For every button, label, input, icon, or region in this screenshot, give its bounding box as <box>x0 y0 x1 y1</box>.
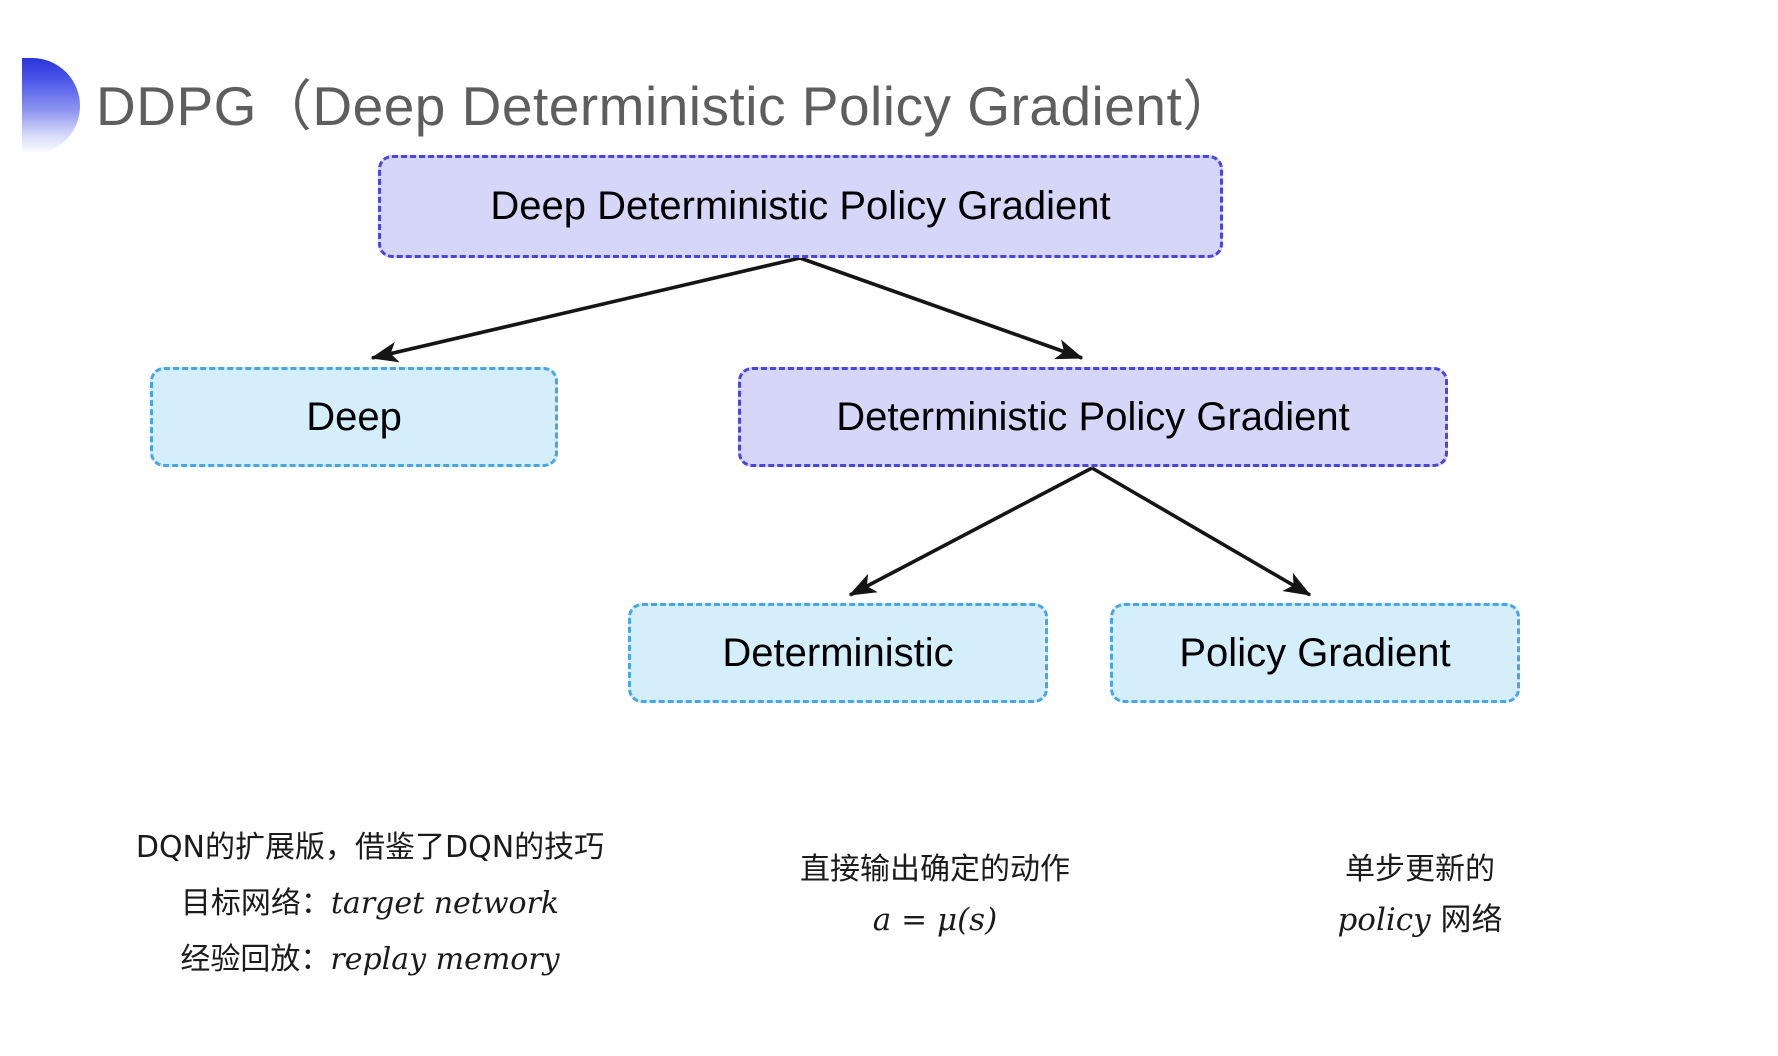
annotation-policy-gradient-suffix: 网络 <box>1430 902 1503 938</box>
edge-root-to-dpg <box>799 256 1084 360</box>
annotation-deep-line-1: DQN的扩展版，借鉴了DQN的技巧 <box>135 830 605 865</box>
node-deterministic-policy-gradient[interactable]: Deterministic Policy Gradient <box>738 367 1448 467</box>
annotation-policy-gradient-term: policy <box>1337 902 1431 938</box>
edge-root-to-deep <box>370 256 801 363</box>
annotation-policy-gradient-line-2: policy 网络 <box>1185 895 1655 945</box>
node-deep[interactable]: Deep <box>150 367 558 467</box>
edge-dpg-to-deterministic <box>848 466 1093 597</box>
annotation-deep-line-3: 经验回放：replay memory <box>60 932 680 988</box>
annotation-deterministic-line-1: 直接输出确定的动作 <box>800 852 1070 887</box>
node-policy-gradient-label: Policy Gradient <box>1179 630 1451 675</box>
node-dpg-label: Deterministic Policy Gradient <box>836 394 1350 439</box>
node-deterministic-label: Deterministic <box>722 630 954 675</box>
node-deep-label: Deep <box>306 394 402 439</box>
edge-dpg-to-policy-gradient <box>1091 466 1312 597</box>
annotation-deep-line-2-term: target network <box>330 886 560 921</box>
page-title: DDPG（Deep Deterministic Policy Gradient） <box>96 75 1238 137</box>
annotation-policy-gradient: 单步更新的 policy 网络 <box>1185 845 1655 945</box>
annotation-deterministic-formula: a = μ(s) <box>872 902 998 938</box>
annotation-deep: DQN的扩展版，借鉴了DQN的技巧 目标网络：target network 经验… <box>60 820 680 988</box>
annotation-deep-line-2-label: 目标网络： <box>180 886 331 921</box>
annotation-policy-gradient-line-1: 单步更新的 <box>1345 852 1495 887</box>
annotation-deep-line-3-term: replay memory <box>330 942 560 977</box>
title-bullet-decoration <box>22 58 80 154</box>
node-deep-deterministic-policy-gradient[interactable]: Deep Deterministic Policy Gradient <box>378 155 1223 258</box>
node-deterministic[interactable]: Deterministic <box>628 603 1048 703</box>
annotation-deep-line-3-label: 经验回放： <box>180 942 331 977</box>
node-root-label: Deep Deterministic Policy Gradient <box>490 184 1111 228</box>
annotation-deterministic: 直接输出确定的动作 a = μ(s) <box>700 845 1170 945</box>
node-policy-gradient[interactable]: Policy Gradient <box>1110 603 1520 703</box>
annotation-deep-line-2: 目标网络：target network <box>60 876 680 932</box>
